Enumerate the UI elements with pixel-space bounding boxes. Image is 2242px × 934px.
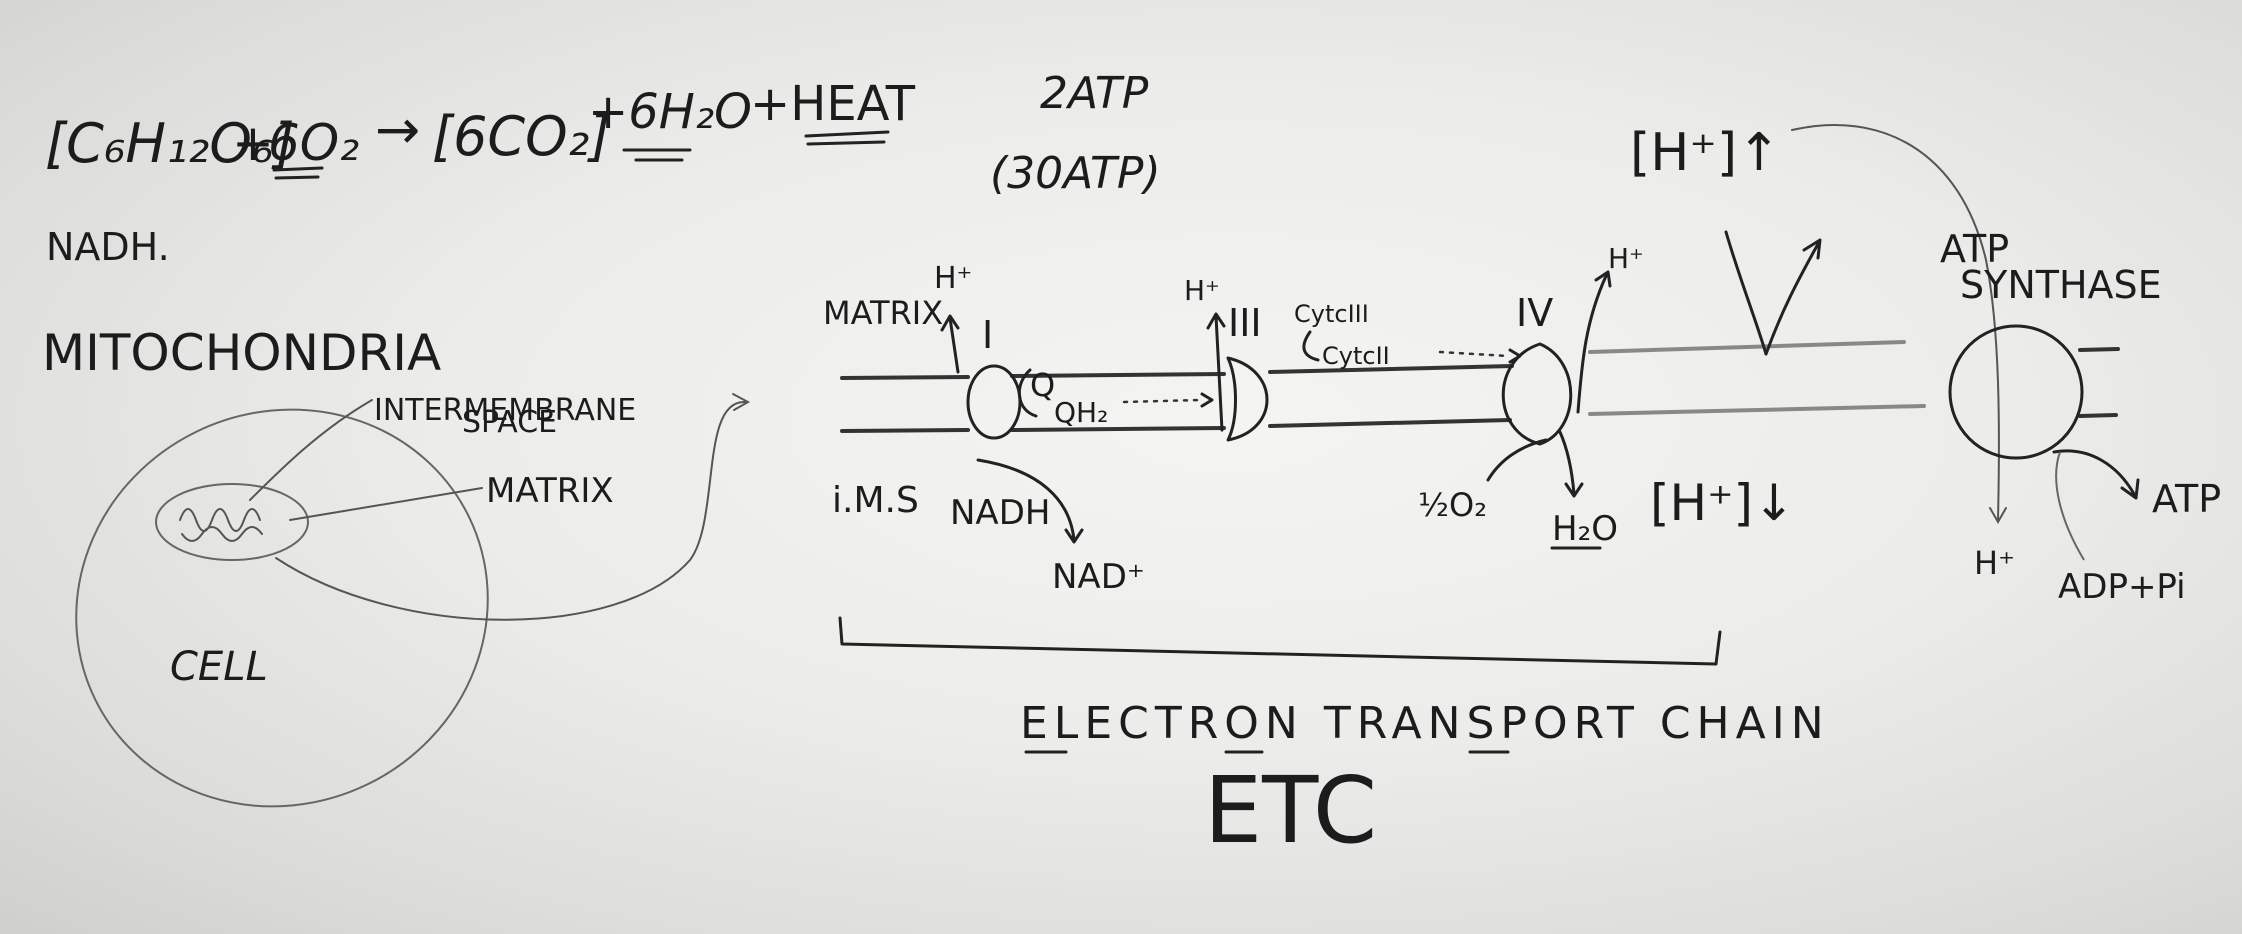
mitochondrion-outline	[155, 483, 309, 561]
qh2-label: QH₂	[1054, 396, 1108, 429]
adp-curve	[2055, 451, 2085, 561]
cytc-2-label: CytcII	[1322, 342, 1390, 370]
matrix-label: MATRIX	[486, 471, 614, 511]
cytc-dotted-arrowhead	[1508, 348, 1522, 364]
mitochondrion-cristae	[179, 508, 263, 542]
complex-3-outline	[1226, 356, 1269, 442]
atp-synthase: ATP SYNTHASE H⁺ ATP ADP+Pi	[1940, 227, 2221, 607]
equation-arrow: →	[375, 98, 420, 161]
equation-co2: [6CO₂]	[432, 105, 610, 168]
equation-glucose: [C₆H₁₂O₆]	[45, 112, 295, 175]
equation: [C₆H₁₂O₆] + 6O₂ → [6CO₂] +6H₂O +HEAT 2AT…	[45, 68, 1161, 199]
cell-label: CELL	[170, 644, 268, 690]
h2o-arrow	[1558, 430, 1584, 498]
etc-bracket	[838, 616, 1722, 666]
complex-4-outline	[1501, 342, 1573, 446]
ims-label: i.M.S	[832, 480, 919, 521]
synthase-adp: ADP+Pi	[2058, 567, 2186, 607]
h2o-label: H₂O	[1552, 509, 1618, 549]
cytc-hook	[1302, 330, 1320, 362]
complex-3-label: III	[1228, 301, 1262, 345]
h-high-label: [H⁺]↑	[1630, 123, 1781, 183]
h-low-label: [H⁺]↓	[1650, 474, 1795, 532]
synthase-stub-top	[2078, 347, 2120, 352]
complex-1-outline	[966, 364, 1022, 440]
etc-diagram: MATRIX H⁺ I Q QH₂ H⁺ III CytcIII CytcII …	[823, 123, 2120, 864]
equation-oxygen: 6O₂	[268, 114, 359, 172]
synthase-atp: ATP	[2152, 477, 2221, 521]
synthase-label-2: SYNTHASE	[1960, 263, 2162, 307]
synthase-label-1: ATP	[1940, 227, 2009, 271]
nadh-label: NADH.	[46, 225, 170, 269]
q-connector	[1017, 368, 1038, 418]
nadh-arrow	[976, 458, 1084, 544]
etc-acronym: ETC	[1204, 757, 1377, 864]
complex-4-label: IV	[1516, 291, 1553, 335]
water-underline	[622, 148, 692, 162]
equation-plus: +	[232, 114, 274, 172]
mitochondria-label: MITOCHONDRIA	[42, 324, 441, 382]
matrix-side-label: MATRIX	[823, 294, 943, 332]
oxygen-underline	[272, 166, 324, 180]
matrix-pointer	[289, 487, 483, 521]
atp-30: (30ATP)	[990, 148, 1161, 199]
mitochondria-panel: NADH. MITOCHONDRIA INTERMEMBRANE SPACE M…	[42, 225, 751, 808]
membrane-bottom-right	[1588, 404, 1926, 416]
heat-underline	[804, 130, 890, 146]
equation-heat: +HEAT	[750, 76, 916, 132]
q-label: Q	[1030, 366, 1055, 404]
intermembrane-pointer	[249, 399, 373, 501]
cytc-dotted-arrow	[1438, 350, 1510, 358]
intermembrane-label-2: SPACE	[462, 405, 557, 440]
atp-2: 2ATP	[1040, 68, 1149, 119]
o2-arrow	[1486, 438, 1548, 482]
q-dotted-arrow	[1122, 398, 1202, 404]
synthase-circle	[1948, 324, 2084, 460]
crossing-arrow-up	[1764, 238, 1822, 356]
cell-outline	[75, 408, 489, 808]
zoom-arrow	[275, 400, 746, 621]
membrane-top-right	[1588, 340, 1906, 354]
complex-4-h-plus: H⁺	[1608, 242, 1644, 275]
zoom-arrowhead	[732, 393, 751, 411]
q-dotted-arrowhead	[1200, 392, 1214, 408]
half-o2-label: ½O₂	[1418, 486, 1487, 524]
nad-plus-label: NAD⁺	[1052, 557, 1145, 597]
complex-1-h-plus: H⁺	[934, 261, 972, 296]
atp-arrow	[2052, 449, 2140, 500]
etc-title: ELECTRON TRANSPORT CHAIN	[1020, 698, 1830, 749]
synthase-stub-bottom	[2078, 413, 2118, 418]
complex-1-h-arrow	[940, 314, 960, 374]
membrane-bottom	[840, 418, 1512, 433]
complex-4-h-arrow	[1576, 270, 1612, 414]
membrane-top	[840, 364, 1514, 380]
complex-3-h-arrow	[1206, 312, 1226, 432]
intermembrane-label-1: INTERMEMBRANE	[374, 393, 636, 428]
synthase-h-plus: H⁺	[1974, 544, 2015, 582]
etc-nadh-label: NADH	[950, 493, 1050, 533]
proton-flow-arrow	[1791, 124, 2007, 525]
cytc-3-label: CytcIII	[1294, 300, 1369, 328]
equation-water: +6H₂O	[588, 84, 752, 140]
crossing-arrow-down	[1724, 230, 1768, 356]
complex-1-label: I	[982, 313, 993, 357]
complex-3-h-plus: H⁺	[1184, 274, 1220, 307]
